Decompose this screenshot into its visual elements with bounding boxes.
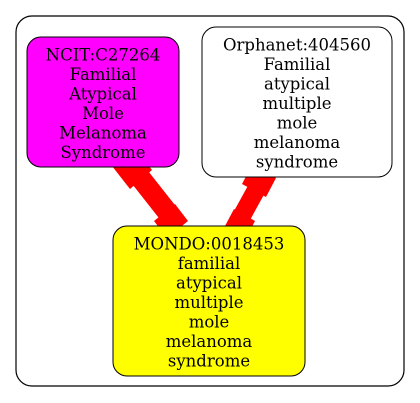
- node-orphanet-line: syndrome: [256, 153, 338, 172]
- node-mondo-line: multiple: [174, 293, 243, 312]
- node-orphanet-line: atypical: [264, 75, 330, 94]
- node-orphanet-line: mole: [277, 114, 318, 133]
- node-ncit-line: Syndrome: [60, 143, 145, 162]
- node-mondo-line: mole: [189, 313, 230, 332]
- node-mondo-line: syndrome: [168, 352, 250, 371]
- node-mondo-line: melanoma: [166, 332, 253, 351]
- node-mondo-line: familial: [178, 254, 241, 273]
- node-ncit-line: NCIT:C27264: [46, 46, 161, 65]
- node-orphanet-line: Familial: [264, 55, 331, 74]
- node-ncit-line: Melanoma: [59, 124, 147, 143]
- node-ncit-line: Atypical: [68, 85, 137, 104]
- node-ncit-box: [26, 36, 180, 168]
- node-orphanet-line: melanoma: [254, 133, 341, 152]
- node-mondo-line: atypical: [176, 274, 242, 293]
- node-mondo-line: MONDO:0018453: [134, 235, 285, 254]
- node-ncit-line: Mole: [82, 104, 124, 123]
- node-orphanet-box: [201, 26, 393, 178]
- node-ncit-line: Familial: [70, 65, 137, 84]
- cluster-box: [15, 15, 405, 387]
- node-orphanet-line: Orphanet:404560: [223, 36, 371, 55]
- node-orphanet-line: multiple: [262, 94, 331, 113]
- node-mondo-box: [112, 225, 306, 377]
